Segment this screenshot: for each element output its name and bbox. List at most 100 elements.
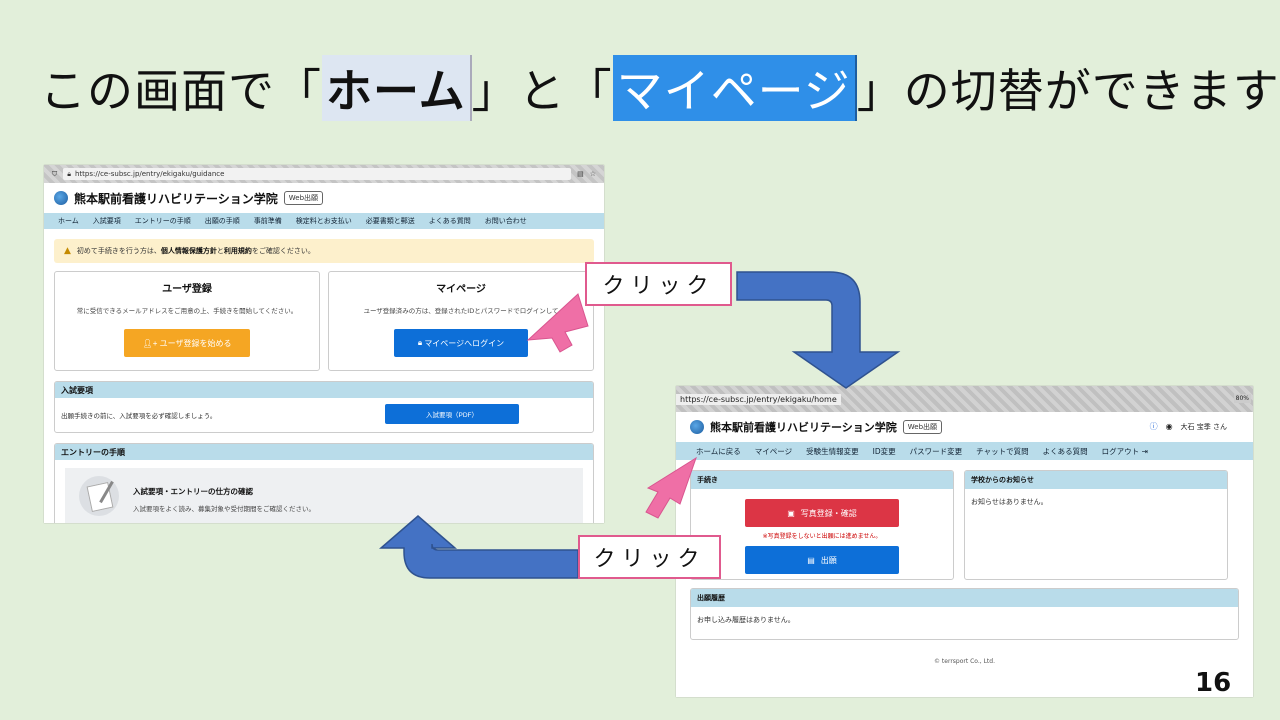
site-header: 熊本駅前看護リハビリテーション学院 Web出願 xyxy=(44,183,604,213)
history-heading: 出願履歴 xyxy=(691,589,1238,607)
notice-text: 初めて手続きを行う方は、個人情報保護方針と利用規約をご確認ください。 xyxy=(76,247,315,255)
title-pre: この画面で「 xyxy=(40,64,322,118)
title-home-highlight: ホーム xyxy=(322,55,472,121)
register-card: ユーザ登録 常に受信できるメールアドレスをご用意の上、手続きを開始してください。… xyxy=(54,271,320,371)
browser-toolbar: https://ce-subsc.jp/entry/ekigaku/home 8… xyxy=(676,386,1253,412)
arrow-back-up-icon xyxy=(378,515,579,579)
address-url[interactable]: https://ce-subsc.jp/entry/ekigaku/home xyxy=(676,393,841,405)
first-time-notice: ▲ 初めて手続きを行う方は、個人情報保護方針と利用規約をご確認ください。 xyxy=(54,239,594,263)
school-logo-icon xyxy=(54,191,68,205)
requirements-body: 出願手続きの前に、入試要項を必ず確認しましょう。 入試要項（PDF） xyxy=(55,398,593,432)
nav-change-info[interactable]: 受験生情報変更 xyxy=(806,446,859,456)
photo-required-note: ※写真登録をしないと出願には進めません。 xyxy=(762,533,882,540)
nav-fee[interactable]: 検定料とお支払い xyxy=(295,217,352,225)
warning-icon: ▲ xyxy=(64,246,71,256)
requirements-text: 出願手続きの前に、入試要項を必ず確認しましょう。 xyxy=(61,412,217,420)
main-content: ▲ 初めて手続きを行う方は、個人情報保護方針と利用規約をご確認ください。 ユーザ… xyxy=(44,229,604,523)
photo-register-button[interactable]: ▣写真登録・確認 xyxy=(745,499,899,527)
document-icon: ▤ xyxy=(807,555,815,565)
mypage-nav: ホームに戻る マイページ 受験生情報変更 ID変更 パスワード変更 チャットで質… xyxy=(676,442,1253,460)
lock-icon: 🔒︎ xyxy=(67,169,71,178)
star-icon[interactable]: ☆ xyxy=(589,170,596,178)
nav-entry-steps[interactable]: エントリーの手順 xyxy=(134,217,191,225)
site-header: 熊本駅前看護リハビリテーション学院 Web出願 ⓘ ◉ 大石 宝季 さん xyxy=(676,412,1253,442)
news-heading: 学校からのお知らせ xyxy=(965,471,1227,489)
mypage-card: マイページ ユーザ登録済みの方は、登録されたIDとパスワードでログインして 🔒︎… xyxy=(328,271,594,371)
nav-faq[interactable]: よくある質問 xyxy=(1042,446,1088,456)
main-nav: ホーム 入試要項 エントリーの手順 出願の手順 事前準備 検定料とお支払い 必要… xyxy=(44,213,604,229)
nav-mypage[interactable]: マイページ xyxy=(754,446,793,456)
lock-icon: 🔒︎ xyxy=(417,338,425,347)
procedure-heading: 手続き xyxy=(691,471,953,489)
nav-logout[interactable]: ログアウト ⇥ xyxy=(1101,446,1148,456)
click-callout-top: クリック xyxy=(585,262,732,306)
zoom-level[interactable]: 80% xyxy=(1233,394,1251,403)
start-registration-button[interactable]: 👤︎+ ユーザ登録を始める xyxy=(124,329,250,357)
apply-button[interactable]: ▤出願 xyxy=(745,546,899,574)
user-icon: ◉ xyxy=(1165,422,1173,431)
user-area: ⓘ ◉ 大石 宝季 さん xyxy=(1150,421,1227,432)
action-cards: ユーザ登録 常に受信できるメールアドレスをご用意の上、手続きを開始してください。… xyxy=(54,271,594,371)
school-name[interactable]: 熊本駅前看護リハビリテーション学院 xyxy=(74,191,278,206)
nav-contact[interactable]: お問い合わせ xyxy=(484,217,527,225)
slide-title: この画面で「ホーム」と「マイページ」の切替ができます xyxy=(40,55,1280,121)
copyright: © terrsport Co., Ltd. xyxy=(934,658,995,665)
news-panel: 学校からのお知らせ お知らせはありません。 xyxy=(964,470,1228,580)
logout-icon: ⇥ xyxy=(1139,446,1148,456)
guidance-page-screenshot: ⛉ 🔒︎ https://ce-subsc.jp/entry/ekigaku/g… xyxy=(44,165,604,523)
register-title: ユーザ登録 xyxy=(162,284,212,295)
mypage-text: ユーザ登録済みの方は、登録されたIDとパスワードでログインして xyxy=(363,307,559,315)
browser-toolbar: ⛉ 🔒︎ https://ce-subsc.jp/entry/ekigaku/g… xyxy=(44,165,604,183)
nav-change-password[interactable]: パスワード変更 xyxy=(909,446,963,456)
reader-icon[interactable]: ▤ xyxy=(577,170,584,178)
address-bar[interactable]: 🔒︎ https://ce-subsc.jp/entry/ekigaku/gui… xyxy=(63,168,572,180)
news-text: お知らせはありません。 xyxy=(971,498,1048,506)
checklist-icon xyxy=(79,476,119,516)
school-name[interactable]: 熊本駅前看護リハビリテーション学院 xyxy=(710,421,897,434)
requirements-heading: 入試要項 xyxy=(55,382,593,398)
history-panel: 出願履歴 お申し込み履歴はありません。 xyxy=(690,588,1239,640)
web-application-badge: Web出願 xyxy=(283,191,324,205)
nav-faq[interactable]: よくある質問 xyxy=(428,217,471,225)
nav-change-id[interactable]: ID変更 xyxy=(872,446,896,456)
nav-back-home[interactable]: ホームに戻る xyxy=(696,446,741,456)
nav-requirements[interactable]: 入試要項 xyxy=(92,217,121,225)
privacy-policy-link[interactable]: 個人情報保護方針 xyxy=(160,247,217,255)
page-number: 16 xyxy=(1195,668,1232,698)
title-post: 」の切替ができます xyxy=(856,64,1280,118)
mypage-login-button[interactable]: 🔒︎ マイページへログイン xyxy=(394,329,528,357)
arrow-return-icon xyxy=(404,548,578,578)
nav-preparation[interactable]: 事前準備 xyxy=(253,217,282,225)
web-application-badge: Web出願 xyxy=(902,420,943,434)
info-icon[interactable]: ⓘ xyxy=(1149,422,1158,431)
photo-icon: ▣ xyxy=(787,508,795,518)
procedure-body: ▣写真登録・確認 ※写真登録をしないと出願には進めません。 ▤出願 xyxy=(691,489,953,574)
entry-steps-heading: エントリーの手順 xyxy=(55,444,593,460)
shield-icon: ⛉ xyxy=(52,169,58,178)
terms-link[interactable]: 利用規約 xyxy=(223,247,252,255)
requirements-section: 入試要項 出願手続きの前に、入試要項を必ず確認しましょう。 入試要項（PDF） xyxy=(54,381,594,433)
entry-step-text: 入試要項をよく読み、募集対象や受付期間をご確認ください。 xyxy=(133,505,315,513)
school-logo-icon xyxy=(690,420,704,434)
entry-step-item: 入試要項・エントリーの仕方の確認 入試要項をよく読み、募集対象や受付期間をご確認… xyxy=(65,468,583,523)
nav-chat[interactable]: チャットで質問 xyxy=(976,446,1029,456)
nav-documents[interactable]: 必要書類と郵送 xyxy=(365,217,415,225)
mypage-screenshot: https://ce-subsc.jp/entry/ekigaku/home 8… xyxy=(676,386,1253,697)
click-callout-bottom: クリック xyxy=(578,535,721,579)
mypage-title: マイページ xyxy=(436,284,486,295)
user-name[interactable]: 大石 宝季 さん xyxy=(1180,422,1227,431)
nav-home[interactable]: ホーム xyxy=(58,217,79,225)
title-mid: 」と「 xyxy=(471,64,613,118)
user-plus-icon: 👤︎+ xyxy=(142,338,160,348)
history-text: お申し込み履歴はありません。 xyxy=(697,616,795,624)
entry-steps-section: エントリーの手順 入試要項・エントリーの仕方の確認 入試要項をよく読み、募集対象… xyxy=(54,443,594,523)
arrow-right-down-icon xyxy=(736,271,901,389)
mypage-main: 手続き ▣写真登録・確認 ※写真登録をしないと出願には進めません。 ▤出願 学校… xyxy=(676,460,1253,580)
entry-step-title: 入試要項・エントリーの仕方の確認 xyxy=(133,487,253,496)
address-url: https://ce-subsc.jp/entry/ekigaku/guidan… xyxy=(74,170,225,178)
title-mypage-highlight: マイページ xyxy=(612,55,857,121)
register-text: 常に受信できるメールアドレスをご用意の上、手続きを開始してください。 xyxy=(76,307,298,315)
nav-application-steps[interactable]: 出願の手順 xyxy=(204,217,240,225)
requirements-pdf-button[interactable]: 入試要項（PDF） xyxy=(385,404,519,424)
procedure-panel: 手続き ▣写真登録・確認 ※写真登録をしないと出願には進めません。 ▤出願 xyxy=(690,470,954,580)
